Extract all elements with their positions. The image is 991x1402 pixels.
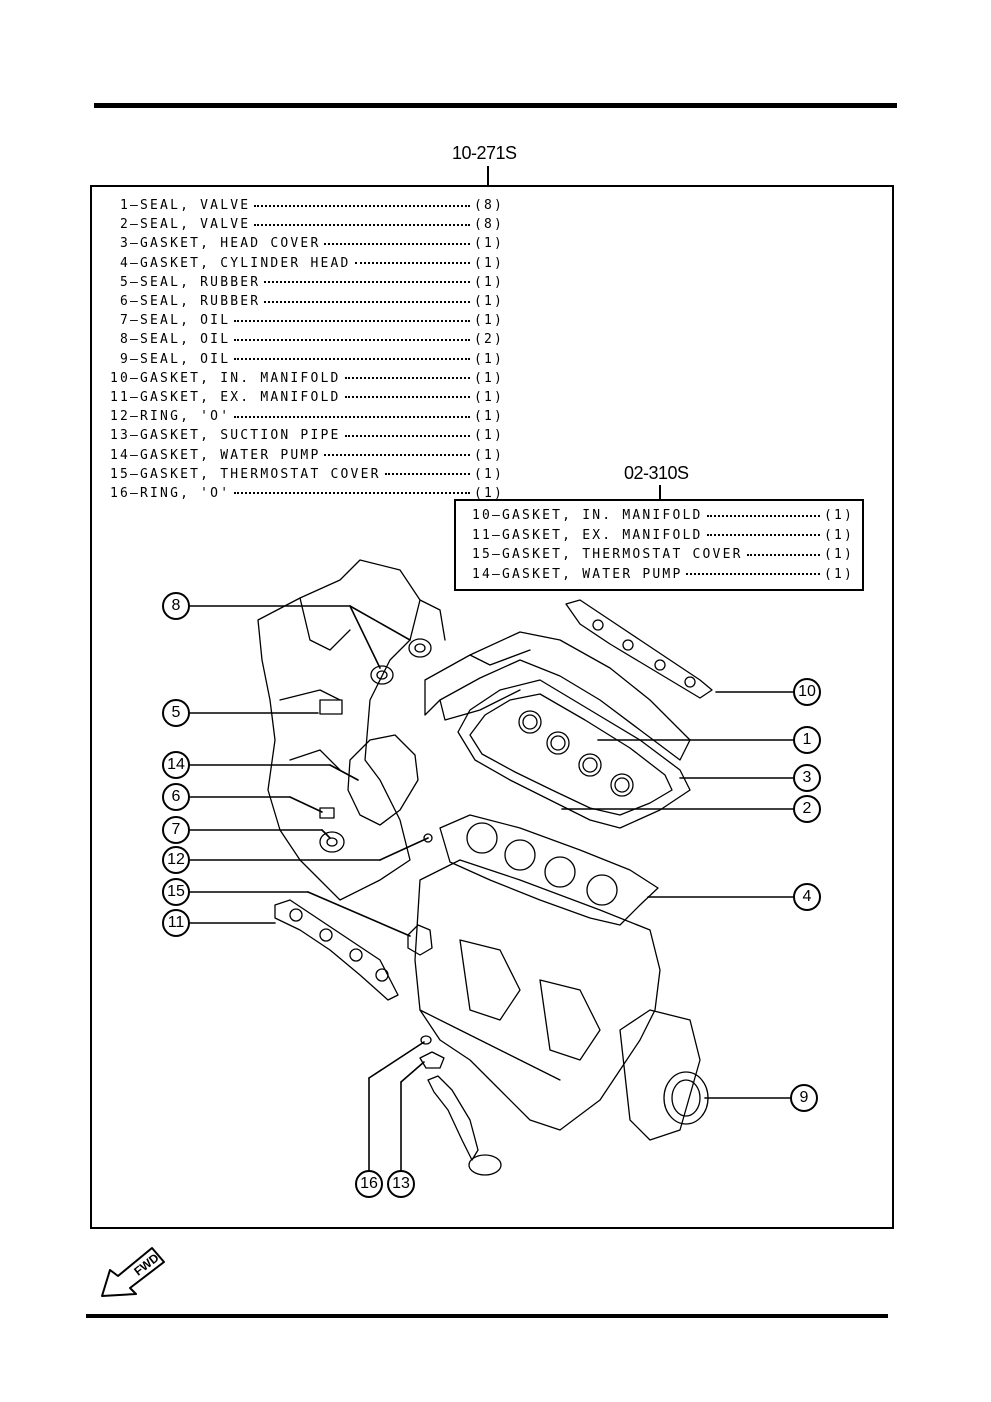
list-item: 14—GASKET, WATER PUMP(1) xyxy=(109,447,505,463)
list-item: 15—GASKET, THERMOSTAT COVER(1) xyxy=(471,547,855,563)
leader-lines xyxy=(189,605,794,1171)
list-item: 12—RING, 'O'(1) xyxy=(109,409,505,425)
list-item: 2—SEAL, VALVE(8) xyxy=(119,217,505,233)
callout-8: 8 xyxy=(162,592,190,620)
callout-12: 12 xyxy=(162,846,190,874)
callout-2: 2 xyxy=(793,795,821,823)
callout-13: 13 xyxy=(387,1170,415,1198)
callout-5: 5 xyxy=(162,699,190,727)
list-item: 11—GASKET, EX. MANIFOLD(1) xyxy=(109,389,505,405)
callout-1: 1 xyxy=(793,726,821,754)
list-item: 6—SEAL, RUBBER(1) xyxy=(119,294,505,310)
list-item: 4—GASKET, CYLINDER HEAD(1) xyxy=(119,255,505,271)
list-item: 14—GASKET, WATER PUMP(1) xyxy=(471,566,855,582)
list-item: 11—GASKET, EX. MANIFOLD(1) xyxy=(471,527,855,543)
list-item: 3—GASKET, HEAD COVER(1) xyxy=(119,236,505,252)
top-rule xyxy=(94,103,897,108)
list-item: 13—GASKET, SUCTION PIPE(1) xyxy=(109,428,505,444)
callout-15: 15 xyxy=(162,878,190,906)
kit-code-leader xyxy=(487,166,489,186)
kit-frame xyxy=(90,185,894,1229)
callout-16: 16 xyxy=(355,1170,383,1198)
callout-6: 6 xyxy=(162,783,190,811)
kit-code: 10-271S xyxy=(452,143,517,163)
list-item: 7—SEAL, OIL(1) xyxy=(119,313,505,329)
list-item: 5—SEAL, RUBBER(1) xyxy=(119,274,505,290)
callout-9: 9 xyxy=(790,1084,818,1112)
subkit-code: 02-310S xyxy=(624,463,689,483)
subkit-box: 10—GASKET, IN. MANIFOLD(1) 11—GASKET, EX… xyxy=(454,499,864,591)
list-item: 9—SEAL, OIL(1) xyxy=(119,351,505,367)
parts-list: 1—SEAL, VALVE(8) 2—SEAL, VALVE(8) 3—GASK… xyxy=(102,196,502,503)
fwd-arrow-icon: FWD xyxy=(100,1240,172,1304)
callout-7: 7 xyxy=(162,816,190,844)
list-item: 1—SEAL, VALVE(8) xyxy=(119,198,505,214)
callout-11: 11 xyxy=(162,909,190,937)
callout-10: 10 xyxy=(793,678,821,706)
subkit-code-leader xyxy=(659,485,661,500)
list-item: 10—GASKET, IN. MANIFOLD(1) xyxy=(109,370,505,386)
list-item: 10—GASKET, IN. MANIFOLD(1) xyxy=(471,508,855,524)
bottom-rule xyxy=(86,1314,888,1318)
list-item: 8—SEAL, OIL(2) xyxy=(119,332,505,348)
list-item: 16—RING, 'O'(1) xyxy=(109,485,505,501)
list-item: 15—GASKET, THERMOSTAT COVER(1) xyxy=(109,466,505,482)
callout-3: 3 xyxy=(793,764,821,792)
callout-4: 4 xyxy=(793,883,821,911)
callout-14: 14 xyxy=(162,751,190,779)
engine-block-outline xyxy=(257,559,713,1176)
